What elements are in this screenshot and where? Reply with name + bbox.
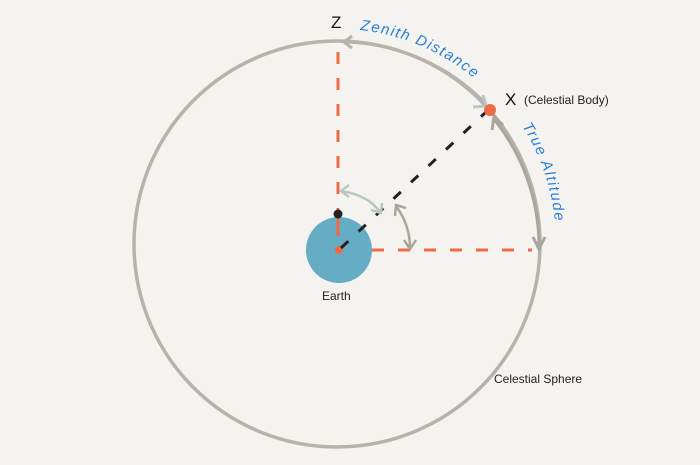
celestial-body-dot: [484, 104, 496, 116]
celestial-sphere-label: Celestial Sphere: [494, 372, 583, 386]
observer-dot: [333, 209, 343, 219]
zenith-label: Z: [331, 13, 342, 32]
body-name-label: (Celestial Body): [524, 93, 609, 107]
line-of-sight: [339, 110, 488, 250]
true-altitude-arrow: [491, 117, 541, 249]
altitude-angle-arrow: [394, 205, 412, 249]
arrowhead-icon: [370, 202, 384, 215]
arrowhead-icon: [531, 236, 547, 253]
arrowhead-icon: [338, 184, 350, 198]
body-letter-label: X: [505, 90, 517, 109]
arrowhead-icon: [402, 239, 418, 252]
arrowhead-icon: [341, 34, 353, 50]
zenith-distance-arrow: [345, 40, 488, 106]
zenith-distance-label: Zenith Distance: [358, 17, 483, 82]
arrowhead-icon: [490, 114, 504, 131]
earth-label: Earth: [322, 289, 351, 303]
zenith-angle-arrow: [340, 189, 382, 213]
arrowhead-icon: [393, 203, 407, 217]
